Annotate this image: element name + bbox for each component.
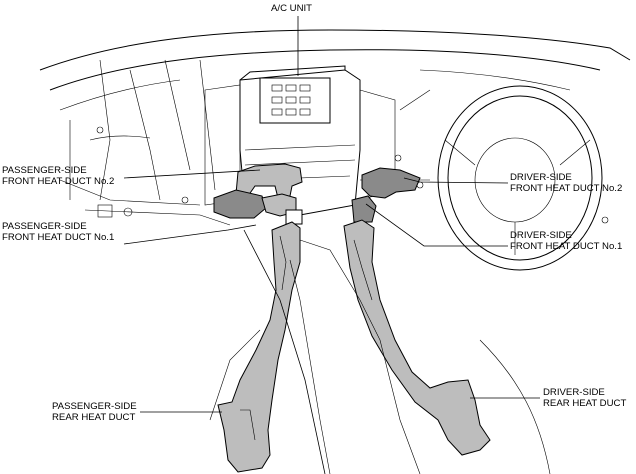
leader-driver-no2 xyxy=(403,177,509,184)
passenger-rear-duct xyxy=(217,221,301,473)
label-driver-front-duct-no2: DRIVER-SIDE FRONT HEAT DUCT No.2 xyxy=(510,172,623,194)
leader-passenger-no2 xyxy=(123,169,261,179)
label-passenger-rear-duct: PASSENGER-SIDE REAR HEAT DUCT xyxy=(52,401,137,423)
center-console xyxy=(299,239,421,474)
passenger-front-duct-no1 xyxy=(213,189,267,219)
leader-passenger-no1 xyxy=(123,224,257,245)
label-ac-unit: A/C UNIT xyxy=(271,3,313,14)
leader-driver-no1 xyxy=(365,203,508,247)
leader-console-line xyxy=(243,229,326,474)
label-passenger-front-duct-no1: PASSENGER-SIDE FRONT HEAT DUCT No.1 xyxy=(2,221,115,243)
steering-wheel-outer xyxy=(437,85,603,271)
label-driver-rear-duct: DRIVER-SIDE REAR HEAT DUCT xyxy=(543,387,627,409)
dashboard-lower-edge xyxy=(49,49,601,91)
dashboard-outline xyxy=(39,29,631,71)
driver-front-duct-no1 xyxy=(351,195,377,223)
left-bracket xyxy=(97,204,113,218)
label-driver-front-duct-no1: DRIVER-SIDE FRONT HEAT DUCT No.1 xyxy=(510,230,623,252)
driver-rear-duct xyxy=(343,219,491,456)
ac-unit-top-panel xyxy=(259,77,331,124)
driver-front-duct-no2 xyxy=(361,167,421,199)
label-passenger-front-duct-no2: PASSENGER-SIDE FRONT HEAT DUCT No.2 xyxy=(2,165,115,187)
